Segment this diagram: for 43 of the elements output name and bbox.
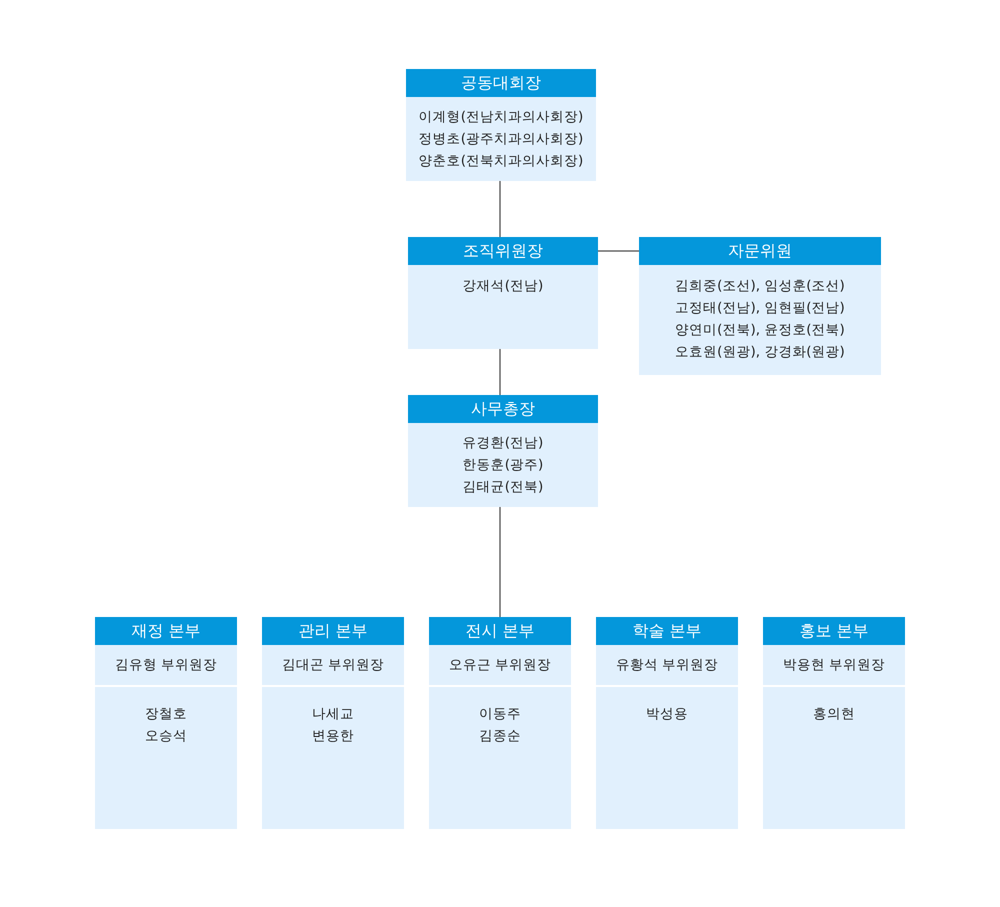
- name-text: 유황석 부위원장: [616, 656, 718, 675]
- name-text: 양춘호(전북치과의사회장): [418, 152, 584, 171]
- name-text: 김대곤 부위원장: [282, 656, 384, 675]
- name-text: 이동주: [479, 705, 521, 724]
- name-text: 고정태(전남), 임현필(전남): [675, 299, 845, 318]
- name-text: 이계형(전남치과의사회장): [418, 108, 584, 127]
- org-box: [408, 237, 598, 349]
- name-text: 오유근 부위원장: [448, 656, 552, 675]
- org-box: [95, 617, 237, 829]
- box-heading: 자문위원: [639, 237, 881, 265]
- org-box: [596, 617, 738, 829]
- name-text: 박성용: [646, 705, 688, 724]
- name-text: 오효원(원광), 강경화(원광): [675, 343, 845, 362]
- name-text: 변용한: [312, 727, 354, 746]
- org-box: [763, 617, 905, 829]
- name-text: 유경환(전남): [462, 434, 544, 453]
- name-text: 정병초(광주치과의사회장): [418, 130, 584, 149]
- box-heading: 공동대회장: [406, 69, 596, 97]
- org-box: [262, 617, 404, 829]
- box-heading: 사무총장: [408, 395, 598, 423]
- name-text: 김태균(전북): [462, 478, 544, 497]
- name-text: 박용현 부위원장: [782, 656, 886, 675]
- box-heading: 홍보 본부: [763, 617, 905, 645]
- box-heading: 조직위원장: [408, 237, 598, 265]
- box-heading: 학술 본부: [596, 617, 738, 645]
- connector-line: [598, 250, 640, 252]
- name-text: 김유형 부위원장: [114, 656, 218, 675]
- name-text: 김종순: [479, 727, 521, 746]
- box-heading: 관리 본부: [262, 617, 404, 645]
- name-text: 양연미(전북), 윤정호(전북): [675, 321, 845, 340]
- name-text: 홍의현: [813, 705, 855, 724]
- name-text: 김희중(조선), 임성훈(조선): [675, 277, 845, 296]
- org-box: [639, 237, 881, 375]
- name-text: 강재석(전남): [462, 277, 544, 296]
- org-box: [429, 617, 571, 829]
- name-text: 장철호: [145, 705, 187, 724]
- org-box: [408, 395, 598, 507]
- name-text: 오승석: [145, 727, 187, 746]
- name-text: 한동훈(광주): [462, 456, 544, 475]
- name-text: 나세교: [312, 705, 354, 724]
- box-heading: 재정 본부: [95, 617, 237, 645]
- box-heading: 전시 본부: [429, 617, 571, 645]
- org-box: [406, 69, 596, 181]
